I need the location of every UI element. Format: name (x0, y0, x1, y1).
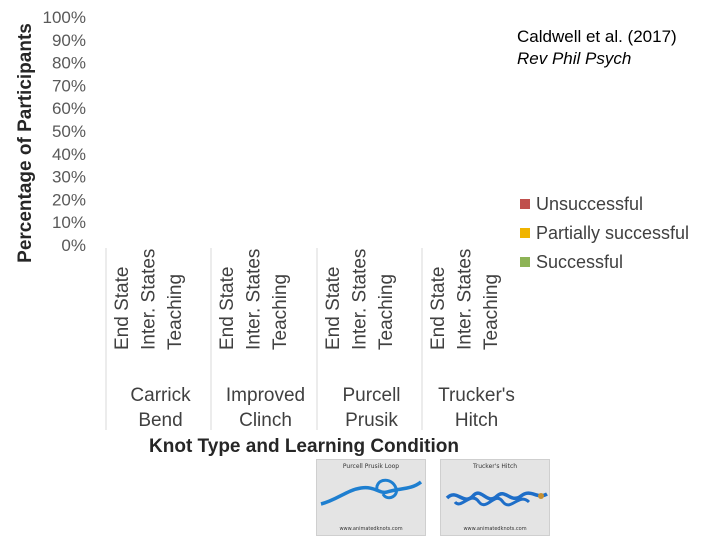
group-label: Purcell (342, 385, 400, 406)
condition-label: Inter. States (244, 249, 265, 350)
group-label: Carrick (130, 385, 191, 406)
photo-site: www.animatedknots.com (339, 526, 403, 532)
stacked-bar-chart: Percentage of Participants 100% 90% 80% 70%… (15, 8, 689, 457)
condition-label: Inter. States (350, 249, 371, 350)
citation: Caldwell et al. (2017) Rev Phil Psych (517, 26, 677, 70)
group-label: Trucker's (438, 385, 515, 406)
y-tick-label: 20% (52, 190, 86, 209)
group-separators (105, 248, 423, 430)
y-tick-label: 40% (52, 145, 86, 164)
condition-label: Teaching (165, 274, 186, 350)
condition-label: End State (428, 267, 449, 350)
y-tick-label: 100% (43, 8, 86, 27)
y-tick-label: 90% (52, 31, 86, 50)
y-axis-title-group: Percentage of Participants (15, 23, 36, 263)
y-tick-label: 0% (61, 236, 86, 255)
group-label: Hitch (455, 410, 498, 431)
condition-label: Inter. States (455, 249, 476, 350)
group-label: Bend (138, 410, 182, 431)
photo-site: www.animatedknots.com (463, 526, 527, 532)
y-tick-label: 70% (52, 76, 86, 95)
group-label: Improved (226, 385, 305, 406)
condition-label: End State (112, 267, 133, 350)
legend-label: Unsuccessful (536, 194, 643, 214)
legend-label: Successful (536, 252, 623, 272)
photo-truckers-hitch: Trucker's Hitch www.animatedknots.com (440, 459, 550, 536)
condition-label: End State (217, 267, 238, 350)
legend-swatch (520, 199, 530, 209)
legend-label: Partially successful (536, 223, 689, 243)
y-axis-ticks: 100% 90% 80% 70% 60% 50% 40% 30% 20% 10% 0% (43, 8, 86, 255)
condition-label: Inter. States (139, 249, 160, 350)
photo-caption: Trucker's Hitch (472, 463, 518, 470)
y-tick-label: 50% (52, 122, 86, 141)
blue-rope-loop-icon (320, 478, 423, 506)
y-tick-label: 80% (52, 54, 86, 73)
y-tick-label: 30% (52, 168, 86, 187)
group-label: Clinch (239, 410, 292, 431)
condition-label: Teaching (270, 274, 291, 350)
legend-swatch (520, 228, 530, 238)
legend-swatch (520, 257, 530, 267)
y-tick-label: 10% (52, 213, 86, 232)
x-axis-title: Knot Type and Learning Condition (149, 436, 459, 457)
y-axis-title: Percentage of Participants (15, 23, 36, 263)
citation-authors: Caldwell et al. (2017) (517, 27, 677, 46)
group-label: Prusik (345, 410, 398, 431)
photo-purcell-prusik: Purcell Prusik Loop www.animatedknots.co… (316, 459, 426, 536)
condition-label: End State (323, 267, 344, 350)
condition-label: Teaching (376, 274, 397, 350)
photo-caption: Purcell Prusik Loop (342, 463, 400, 470)
y-tick-label: 60% (52, 99, 86, 118)
blue-rope-hitch-icon (445, 491, 548, 507)
citation-journal: Rev Phil Psych (517, 49, 632, 68)
condition-label: Teaching (481, 274, 502, 350)
